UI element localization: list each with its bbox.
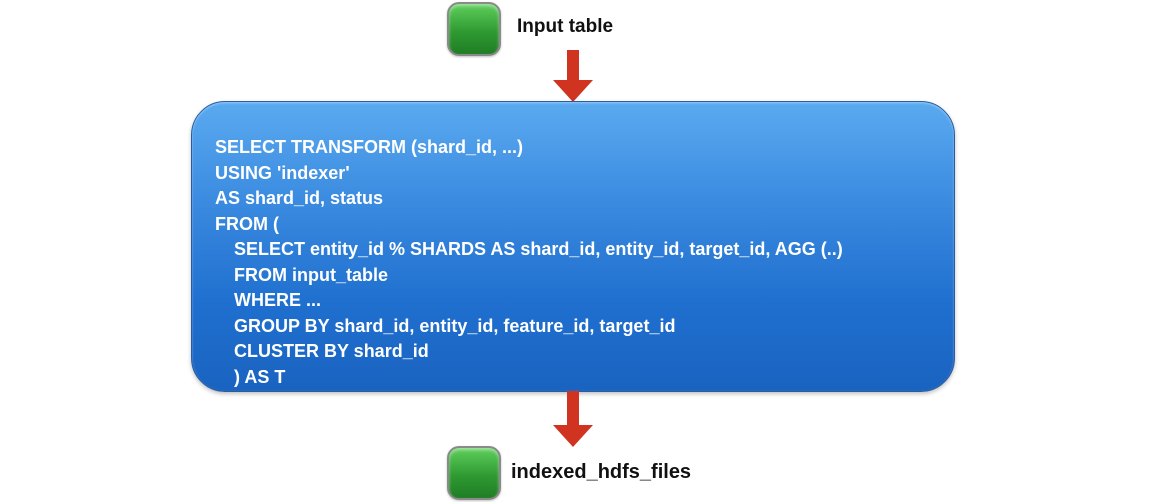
query-line: USING 'indexer' [215,162,350,183]
input-table-node [447,2,501,56]
query-line: FROM ( [215,213,279,234]
query-text: SELECT TRANSFORM (shard_id, ...) USING '… [215,135,843,390]
query-line: SELECT entity_id % SHARDS AS shard_id, e… [234,239,843,259]
query-box: SELECT TRANSFORM (shard_id, ...) USING '… [191,101,955,392]
arrow-down-icon [553,50,593,102]
input-table-label: Input table [517,16,614,37]
query-line: WHERE ... [234,290,322,310]
query-line: CLUSTER BY shard_id [234,341,429,361]
arrow-down-icon [553,391,593,447]
output-files-label: indexed_hdfs_files [511,461,692,483]
query-line: SELECT TRANSFORM (shard_id, ...) [215,137,524,157]
query-line: FROM input_table [234,264,388,285]
output-files-node [447,446,501,500]
query-line: AS shard_id, status [215,188,384,208]
query-line: ) AS T [234,366,286,387]
query-line: GROUP BY shard_id, entity_id, feature_id… [234,315,676,336]
